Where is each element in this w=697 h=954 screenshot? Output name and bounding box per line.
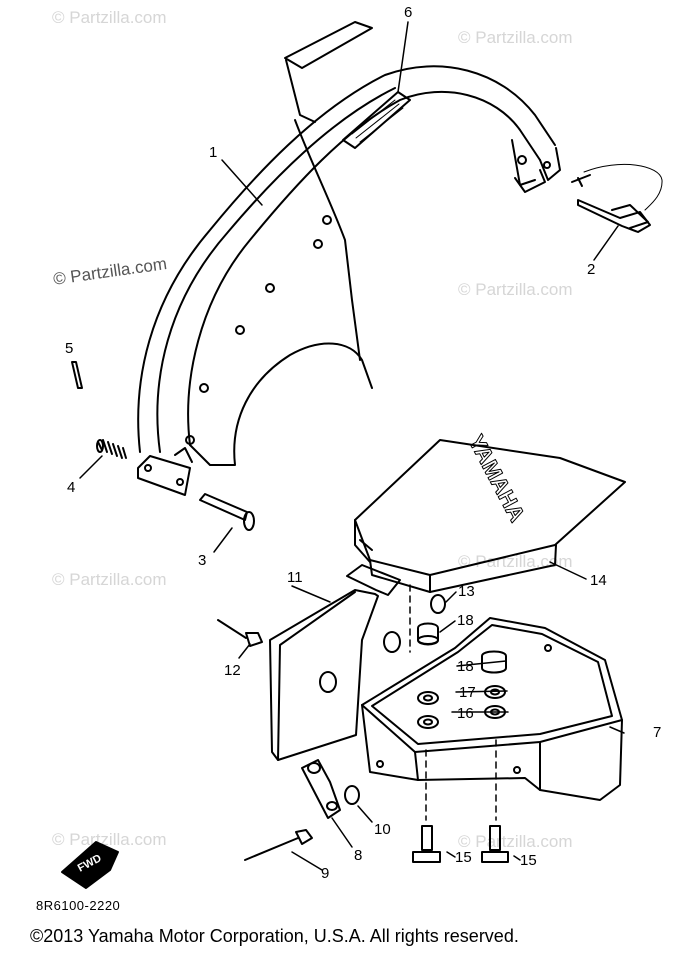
- coil-spring: [97, 440, 126, 458]
- box-top-cover: [347, 440, 625, 595]
- callout-14: 14: [590, 572, 607, 589]
- callout-16: 16: [457, 705, 474, 722]
- cotter-pin: [72, 362, 82, 388]
- drawing-code: 8R6100-2220: [36, 898, 121, 913]
- callout-18b: 18: [457, 658, 474, 675]
- callout-6: 6: [404, 4, 413, 21]
- long-bolt: [245, 830, 312, 860]
- callout-2: 2: [587, 261, 596, 278]
- assembly-lines: [410, 585, 496, 820]
- rear-fender: [138, 22, 560, 495]
- watermark: © Partzilla.com: [52, 830, 167, 849]
- warning-label: [343, 92, 410, 148]
- callout-4: 4: [67, 479, 76, 496]
- watermark: © Partzilla.com: [458, 832, 573, 851]
- callout-9: 9: [321, 865, 330, 882]
- battery-box: [362, 618, 622, 800]
- cover-lettering: YAMAHA: [464, 431, 531, 526]
- forward-arrow-icon: FWD: [62, 842, 118, 888]
- callout-13: 13: [458, 583, 475, 600]
- washer: [345, 786, 359, 804]
- washer: [431, 595, 445, 613]
- callout-7: 7: [653, 724, 662, 741]
- watermark: © Partzilla.com: [458, 28, 573, 47]
- callout-12: 12: [224, 662, 241, 679]
- mounting-plate: [270, 590, 378, 760]
- hinge-pin: [200, 494, 254, 530]
- rubber-cap: [418, 624, 438, 645]
- grommet: [320, 672, 336, 692]
- copyright-notice: ©2013 Yamaha Motor Corporation, U.S.A. A…: [30, 926, 519, 946]
- flange-bolt: [413, 826, 440, 862]
- leader-lines: [80, 22, 624, 870]
- stay-bracket: [302, 760, 340, 818]
- flange-bolt: [482, 826, 508, 862]
- watermark: © Partzilla.com: [458, 280, 573, 299]
- callout-5: 5: [65, 340, 74, 357]
- callout-1: 1: [209, 144, 218, 161]
- callout-11: 11: [287, 569, 303, 586]
- grommet: [384, 632, 400, 652]
- watermark: © Partzilla.com: [52, 570, 167, 589]
- callout-10: 10: [374, 821, 391, 838]
- callout-8: 8: [354, 847, 363, 864]
- watermark: © Partzilla.com: [52, 8, 167, 27]
- callout-3: 3: [198, 552, 207, 569]
- callout-18: 18: [457, 612, 474, 629]
- screw: [218, 620, 262, 646]
- watermark: © Partzilla.com: [458, 552, 573, 571]
- callout-17: 17: [459, 684, 476, 701]
- callout-15: 15: [455, 849, 472, 866]
- clip-fastener: [572, 164, 662, 232]
- callout-15b: 15: [520, 852, 537, 869]
